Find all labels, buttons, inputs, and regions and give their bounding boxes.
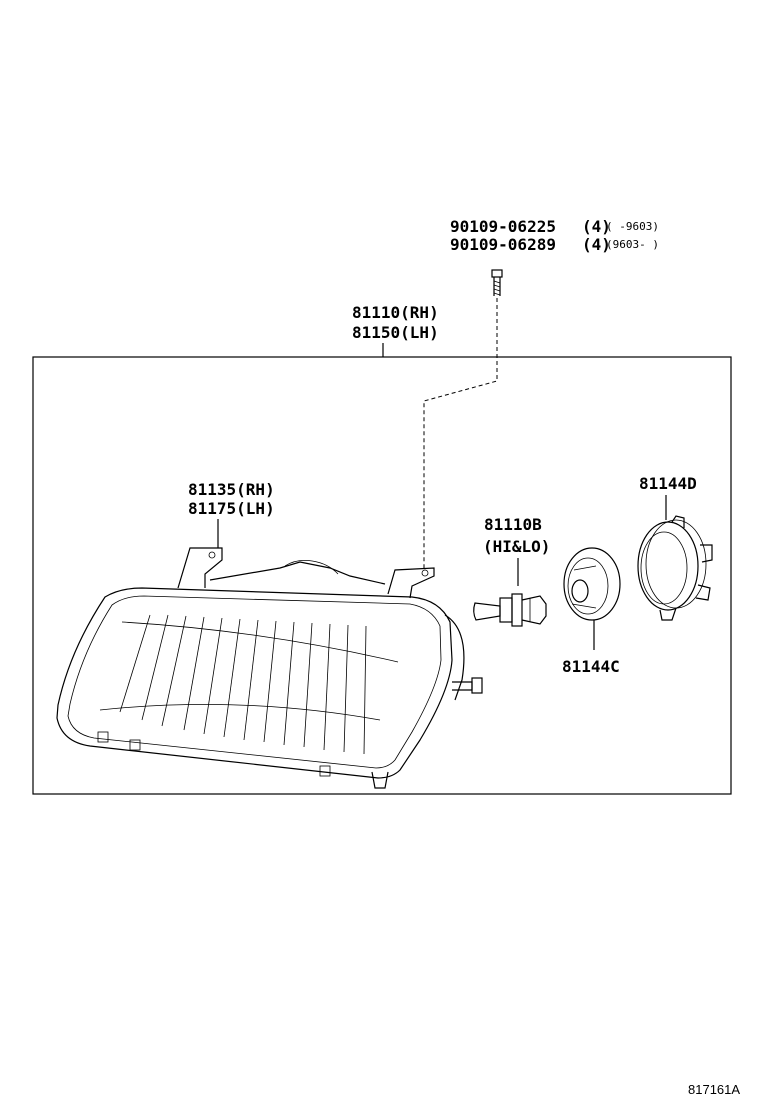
assembly-frame: [32, 356, 732, 795]
bolt-date-2: (9603- ): [606, 238, 659, 251]
bulb-label-group[interactable]: 81110B (HI&LO): [483, 515, 550, 556]
bolt-part-number-2: 90109-06289: [450, 235, 556, 254]
bolt-qty-2: (4): [582, 235, 611, 254]
socket-cover-part-number[interactable]: 81144C: [562, 657, 620, 676]
bolt-label-group[interactable]: 90109-06225 (4) ( -9603) 90109-06289 (4)…: [450, 217, 659, 254]
retainer-ring-part-number[interactable]: 81144D: [639, 474, 697, 493]
bulb-icon: [473, 593, 547, 627]
headlamp-assy-rh: 81110(RH): [352, 303, 439, 322]
bolt-date-1: ( -9603): [606, 220, 659, 233]
headlamp-assy-label-group[interactable]: 81110(RH) 81150(LH): [352, 303, 439, 342]
retainer-ring-icon: [637, 515, 713, 621]
socket-cover-icon: [563, 547, 621, 621]
headlamp-housing-illustration: [56, 547, 483, 789]
lens-rh: 81135(RH): [188, 480, 275, 499]
bulb-type-note: (HI&LO): [483, 537, 550, 556]
headlamp-assy-lh: 81150(LH): [352, 323, 439, 342]
bolt-icon: [491, 269, 503, 296]
illustration-code: 817161A: [688, 1082, 740, 1097]
bulb-part-number: 81110B: [484, 515, 542, 534]
lens-lh: 81175(LH): [188, 499, 275, 518]
bolt-install-dashed-line: [423, 298, 498, 568]
bolt-part-number-1: 90109-06225: [450, 217, 556, 236]
bolt-qty-1: (4): [582, 217, 611, 236]
lens-label-group[interactable]: 81135(RH) 81175(LH): [188, 480, 275, 518]
